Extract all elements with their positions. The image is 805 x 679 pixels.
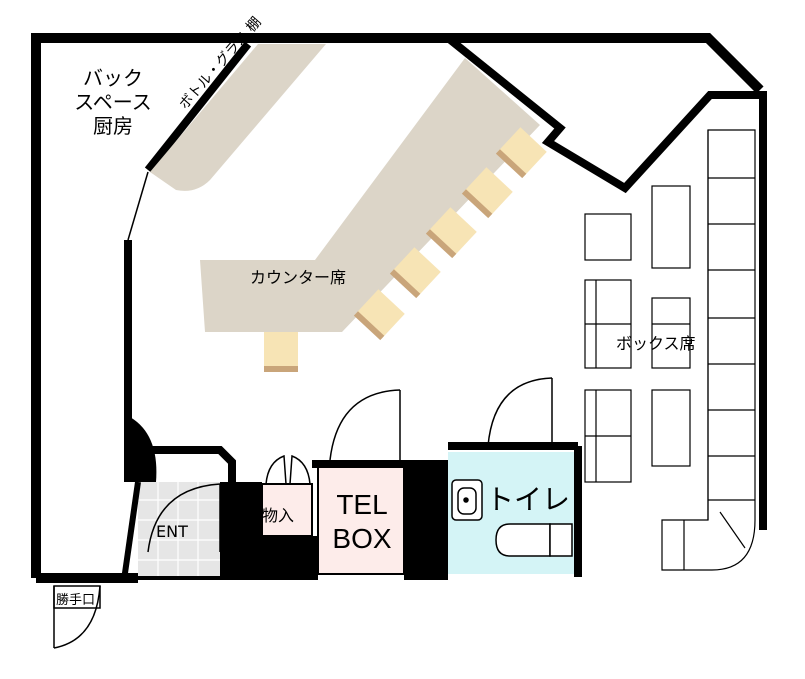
- entrance-floor: [138, 482, 220, 580]
- back-door-label: 勝手口: [56, 593, 96, 608]
- back-space-line-1: バック: [83, 66, 143, 90]
- box-seats-label: ボックス席: [616, 334, 696, 353]
- toilet-fixtures: [451, 479, 573, 557]
- counter-stools: [264, 127, 547, 372]
- storage-label: 物入: [262, 506, 295, 525]
- outer-walls: [31, 33, 764, 583]
- back-space-line-3: 厨房: [93, 114, 133, 138]
- entrance-label: ENT: [156, 522, 188, 541]
- toilet-label: トイレ: [486, 483, 571, 516]
- tel-box-label: TEL BOX: [320, 488, 404, 556]
- back-space-label: バック スペース 厨房: [58, 66, 168, 138]
- counter-label: カウンター席: [250, 268, 347, 287]
- bottle-shelf: [150, 44, 326, 191]
- box-seating: [584, 129, 756, 571]
- bar-back-wall: [445, 34, 767, 530]
- wall-blocks: [220, 462, 448, 580]
- back-space-line-2: スペース: [74, 90, 152, 114]
- tel-box-line-2: BOX: [332, 523, 392, 554]
- counter-top: [200, 58, 540, 332]
- tel-box-line-1: TEL: [336, 489, 388, 520]
- doors[interactable]: [53, 377, 553, 649]
